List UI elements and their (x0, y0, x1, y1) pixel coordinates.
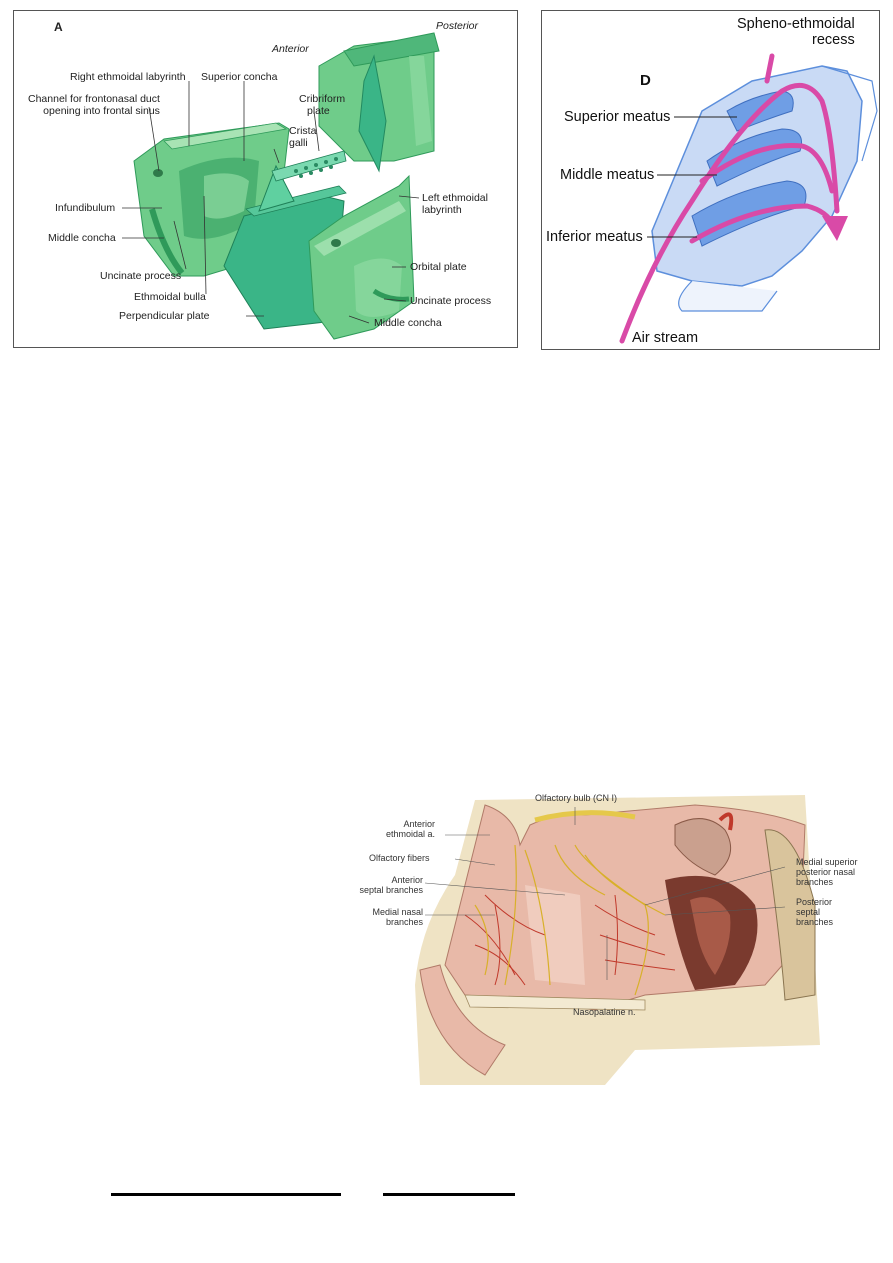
spheno-line1: Spheno-ethmoidal (737, 16, 855, 32)
anterior-ethmoidal-label: Anterior ethmoidal a. (375, 819, 435, 839)
septal-cartilage (525, 885, 585, 985)
panelD-leader-lines (647, 116, 737, 238)
ethmoidal-bulla-label: Ethmoidal bulla (134, 291, 206, 303)
channel-label-line2: opening into frontal sinus (43, 105, 160, 117)
uncinate-process-left-label: Uncinate process (100, 270, 182, 282)
channel-label-line1: Channel for frontonasal duct (28, 93, 160, 105)
superior-meatus-label: Superior meatus (564, 109, 671, 125)
air-stream-label: Air stream (632, 330, 699, 346)
posterior-label: Posterior (436, 20, 479, 32)
anterior-septal-line1: Anterior (391, 875, 423, 885)
left-labyrinth-line2: labyrinth (422, 204, 462, 216)
anterior-septal-branches-label: Anterior septal branches (357, 875, 423, 895)
spheno-line2: recess (811, 32, 855, 48)
cribriform-plate-label: Cribriform plate (299, 93, 345, 117)
spheno-ethmoidal-recess-label: Spheno-ethmoidal recess (737, 16, 855, 48)
channel-label: Channel for frontonasal duct opening int… (28, 93, 160, 117)
panelA-leader-lines (122, 81, 420, 324)
bottom-rule-right (383, 1193, 515, 1196)
left-labyrinth-line1: Left ethmoidal (422, 192, 488, 204)
olfactory-fibers-label: Olfactory fibers (369, 853, 430, 863)
medial-nasal-branches-label: Medial nasal branches (355, 907, 423, 927)
middle-concha-left-label: Middle concha (48, 232, 116, 244)
ethmoid-bone-panel: A Posterior Anterior Right ethmoidal lab… (13, 10, 518, 348)
anterior-label: Anterior (272, 43, 309, 55)
posterior-ethmoid-block (318, 32, 440, 173)
air-stream-arrowhead (822, 216, 848, 241)
septal-nerves (474, 844, 666, 996)
infundibulum-label: Infundibulum (55, 202, 116, 214)
nasal-septum-innervation-panel: Olfactory bulb (CN I) Anterior ethmoidal… (345, 785, 865, 1085)
ethmoid-bone-illustration (122, 32, 440, 340)
posterior-septal-branches-label: Posterior septal branches (796, 897, 833, 927)
medial-nasal-line2: branches (385, 917, 423, 927)
bottom-rule-left (111, 1193, 341, 1196)
crista-line2: galli (289, 137, 308, 149)
nasal-septum-illustration (415, 795, 820, 1085)
panel-d-tag: D (640, 72, 651, 89)
olfactory-bulb-label: Olfactory bulb (CN I) (535, 793, 618, 803)
uncinate-process-right-label: Uncinate process (410, 295, 492, 307)
middle-meatus-label: Middle meatus (560, 167, 655, 183)
left-ethmoidal-labyrinth (308, 174, 415, 340)
panel-a-tag: A (54, 20, 63, 34)
medial-superior-line2: posterior nasal (796, 867, 856, 877)
crista-galli-label: Crista galli (289, 125, 316, 149)
inferior-meatus-label: Inferior meatus (546, 229, 643, 245)
left-ethmoidal-labyrinth-label: Left ethmoidal labyrinth (422, 192, 488, 216)
nasal-meatus-panel: Spheno-ethmoidal recess D Superior meatu… (541, 10, 880, 350)
crista-line1: Crista (289, 125, 317, 137)
septal-vessels (464, 894, 676, 986)
nasal-cavity-airflow-illustration (619, 53, 878, 344)
posterior-septal-line2: septal (796, 907, 821, 917)
nasopalatine-nerve-label: Nasopalatine n. (573, 1007, 636, 1017)
superior-concha-label: Superior concha (201, 71, 278, 83)
medial-superior-posterior-nasal-label: Medial superior posterior nasal branches (796, 857, 858, 887)
right-ethmoidal-labyrinth-label: Right ethmoidal labyrinth (70, 71, 186, 83)
cribriform-line2: plate (307, 105, 330, 117)
medial-superior-line3: branches (796, 877, 834, 887)
middle-concha-right-label: Middle concha (374, 317, 442, 329)
medial-superior-line1: Medial superior (796, 857, 858, 867)
panelN-leader-lines (424, 807, 786, 980)
posterior-septal-line3: branches (796, 917, 834, 927)
anterior-septal-line2: septal branches (359, 885, 423, 895)
cribriform-line1: Cribriform (299, 93, 346, 105)
posterior-septal-line1: Posterior (796, 897, 833, 907)
anterior-ethmoidal-line2: ethmoidal a. (385, 829, 435, 839)
medial-nasal-line1: Medial nasal (372, 907, 423, 917)
anterior-ethmoidal-line1: Anterior (403, 819, 435, 829)
orbital-plate-label: Orbital plate (410, 261, 467, 273)
perpendicular-plate-label: Perpendicular plate (119, 310, 210, 322)
